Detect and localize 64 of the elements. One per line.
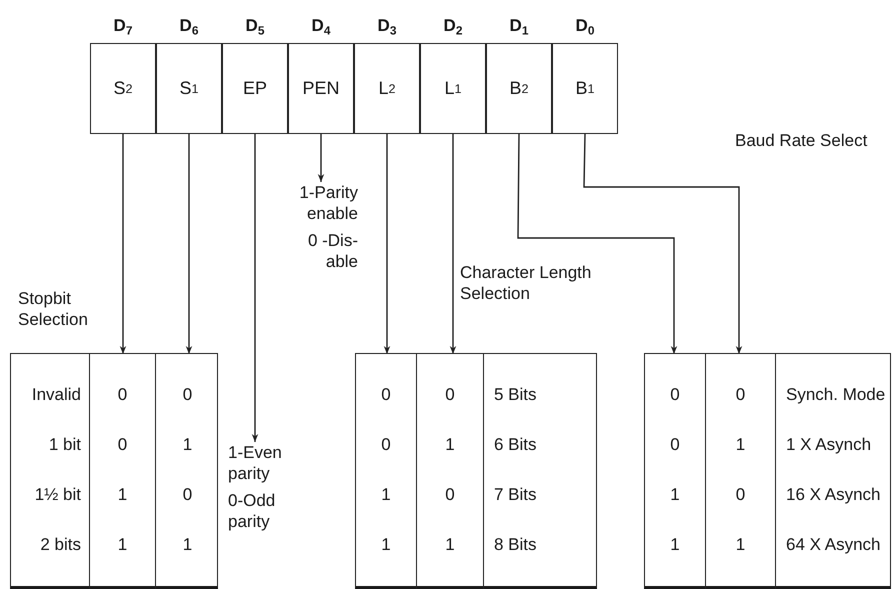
table-value: 1 X Asynch xyxy=(786,435,872,455)
table-value: 1 xyxy=(381,535,391,555)
arrow xyxy=(252,134,258,442)
table-value: 0 xyxy=(118,435,128,455)
table-value: 6 Bits xyxy=(494,435,537,455)
table-value: 1 bit xyxy=(48,435,81,455)
bit-number: D$_{6}$ xyxy=(180,16,198,36)
table-value: 0 xyxy=(182,385,192,405)
table-value: 1 xyxy=(670,485,680,505)
note-text: 0 -Dis- able xyxy=(306,230,358,272)
table-value: 0 xyxy=(670,385,680,405)
bit-number: D$_{2}$ xyxy=(444,16,462,36)
arrow xyxy=(517,134,678,354)
register-bit-cell: EP xyxy=(222,43,288,134)
table-value: 1 xyxy=(445,535,455,555)
table-value: 8 Bits xyxy=(494,535,537,555)
section-heading: Character Length Selection xyxy=(460,262,592,304)
arrow xyxy=(318,134,324,182)
table-value: 0 xyxy=(445,385,455,405)
table-value: 1 xyxy=(736,535,746,555)
bit-number: D$_{3}$ xyxy=(378,16,396,36)
note-text: 1-Parity enable xyxy=(298,182,358,224)
table-value: 1 xyxy=(182,435,192,455)
table-value: 0 xyxy=(118,385,128,405)
table-value: 1 xyxy=(670,535,680,555)
table-value: 0 xyxy=(381,435,391,455)
table-value: 0 xyxy=(736,385,746,405)
arrow xyxy=(186,134,192,354)
table-value: 0 xyxy=(670,435,680,455)
arrow xyxy=(120,134,126,354)
table-value: Invalid xyxy=(32,385,81,405)
table-value: 1 xyxy=(118,535,128,555)
table-value: 16 X Asynch xyxy=(786,485,881,505)
table-value: 2 bits xyxy=(40,535,81,555)
table-value: 1½ bit xyxy=(34,485,81,505)
section-heading: Stopbit Selection xyxy=(18,288,89,330)
arrow xyxy=(450,134,456,354)
table-value: 0 xyxy=(182,485,192,505)
truth-table xyxy=(10,353,218,589)
arrow xyxy=(583,134,742,354)
register-bit-cell: PEN xyxy=(288,43,354,134)
table-value: 5 Bits xyxy=(494,385,537,405)
table-value: 0 xyxy=(381,385,391,405)
table-value: 64 X Asynch xyxy=(786,535,881,555)
note-text: 1-Even parity xyxy=(228,442,283,484)
arrow xyxy=(384,134,390,354)
bit-number: D$_{1}$ xyxy=(510,16,528,36)
table-value: 1 xyxy=(445,435,455,455)
bit-number: D$_{4}$ xyxy=(312,16,330,36)
table-value: 1 xyxy=(736,435,746,455)
truth-table xyxy=(355,353,597,589)
table-value: 0 xyxy=(445,485,455,505)
table-value: 7 Bits xyxy=(494,485,537,505)
table-value: Synch. Mode xyxy=(786,385,886,405)
bit-number: D$_{0}$ xyxy=(576,16,594,36)
table-value: 0 xyxy=(736,485,746,505)
section-heading: Baud Rate Select xyxy=(735,130,868,151)
table-value: 1 xyxy=(182,535,192,555)
table-value: 1 xyxy=(381,485,391,505)
truth-table xyxy=(644,353,891,589)
bit-number: D$_{7}$ xyxy=(114,16,132,36)
note-text: 0-Odd parity xyxy=(228,490,276,532)
bit-number: D$_{5}$ xyxy=(246,16,264,36)
table-value: 1 xyxy=(118,485,128,505)
